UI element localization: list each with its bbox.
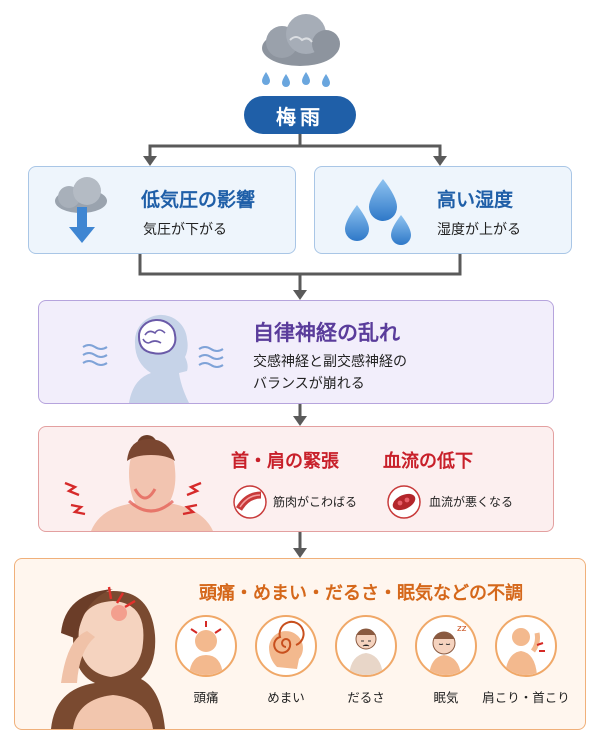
- high-humidity-title: 高い湿度: [437, 189, 514, 211]
- fatigue-icon: [349, 628, 383, 675]
- blood-vessel-icon: [387, 485, 421, 519]
- headache-circle: [175, 615, 237, 677]
- neck-shoulder-tension-title: 首・肩の緊張: [231, 451, 339, 472]
- symptoms-title: 頭痛・めまい・だるさ・眠気などの不調: [199, 583, 523, 604]
- headache-icon: [189, 621, 223, 675]
- low-pressure-box: 低気圧の影響 気圧が下がる: [28, 166, 296, 254]
- symptom-label-dizziness: めまい: [267, 690, 305, 705]
- symptom-label-fatigue: だるさ: [347, 690, 385, 705]
- low-pressure-title: 低気圧の影響: [141, 189, 256, 211]
- neck-pain-icon: [64, 435, 213, 531]
- fatigue-circle: [335, 615, 397, 677]
- stiff-shoulder-icon: [505, 628, 545, 675]
- rain-cloud-icon: [262, 14, 340, 87]
- blood-flow-title: 血流の低下: [383, 451, 473, 472]
- tension-box: 首・肩の緊張 血流の低下 筋肉がこわばる 血流が悪くなる: [38, 426, 554, 532]
- blood-flow-worse-label: 血流が悪くなる: [429, 495, 514, 509]
- autonomic-desc-line2: バランスが崩れる: [253, 376, 365, 392]
- sleepy-icon: zz: [429, 624, 467, 675]
- stiff-shoulder-circle: [495, 615, 557, 677]
- svg-text:zz: zz: [457, 624, 467, 634]
- cloud-down-arrow-icon: [55, 177, 107, 243]
- symptom-label-headache: 頭痛: [193, 690, 219, 705]
- autonomic-title: 自律神経の乱れ: [253, 321, 400, 345]
- muscle-stiff-label: 筋肉がこわばる: [273, 495, 358, 509]
- rainy-season-label: 梅雨: [244, 96, 356, 134]
- autonomic-desc-line1: 交感神経と副交感神経の: [253, 354, 407, 370]
- muscle-fiber-icon: [233, 485, 267, 519]
- symptom-label-stiff-shoulder: 肩こり・首こり: [482, 690, 570, 705]
- high-humidity-desc: 湿度が上がる: [437, 222, 521, 238]
- sleepy-circle: zz: [415, 615, 477, 677]
- dizziness-circle: [255, 615, 317, 677]
- high-humidity-box: 高い湿度 湿度が上がる: [314, 166, 572, 254]
- low-pressure-desc: 気圧が下がる: [143, 222, 227, 238]
- water-drops-icon: [345, 179, 411, 245]
- symptoms-box: 頭痛・めまい・だるさ・眠気などの不調 zz: [14, 558, 586, 730]
- dizziness-icon: [269, 620, 305, 669]
- headache-woman-icon: [51, 586, 165, 729]
- autonomic-box: 自律神経の乱れ 交感神経と副交感神経の バランスが崩れる: [38, 300, 554, 404]
- brain-head-icon: [82, 314, 224, 403]
- symptom-label-sleepy: 眠気: [433, 690, 459, 705]
